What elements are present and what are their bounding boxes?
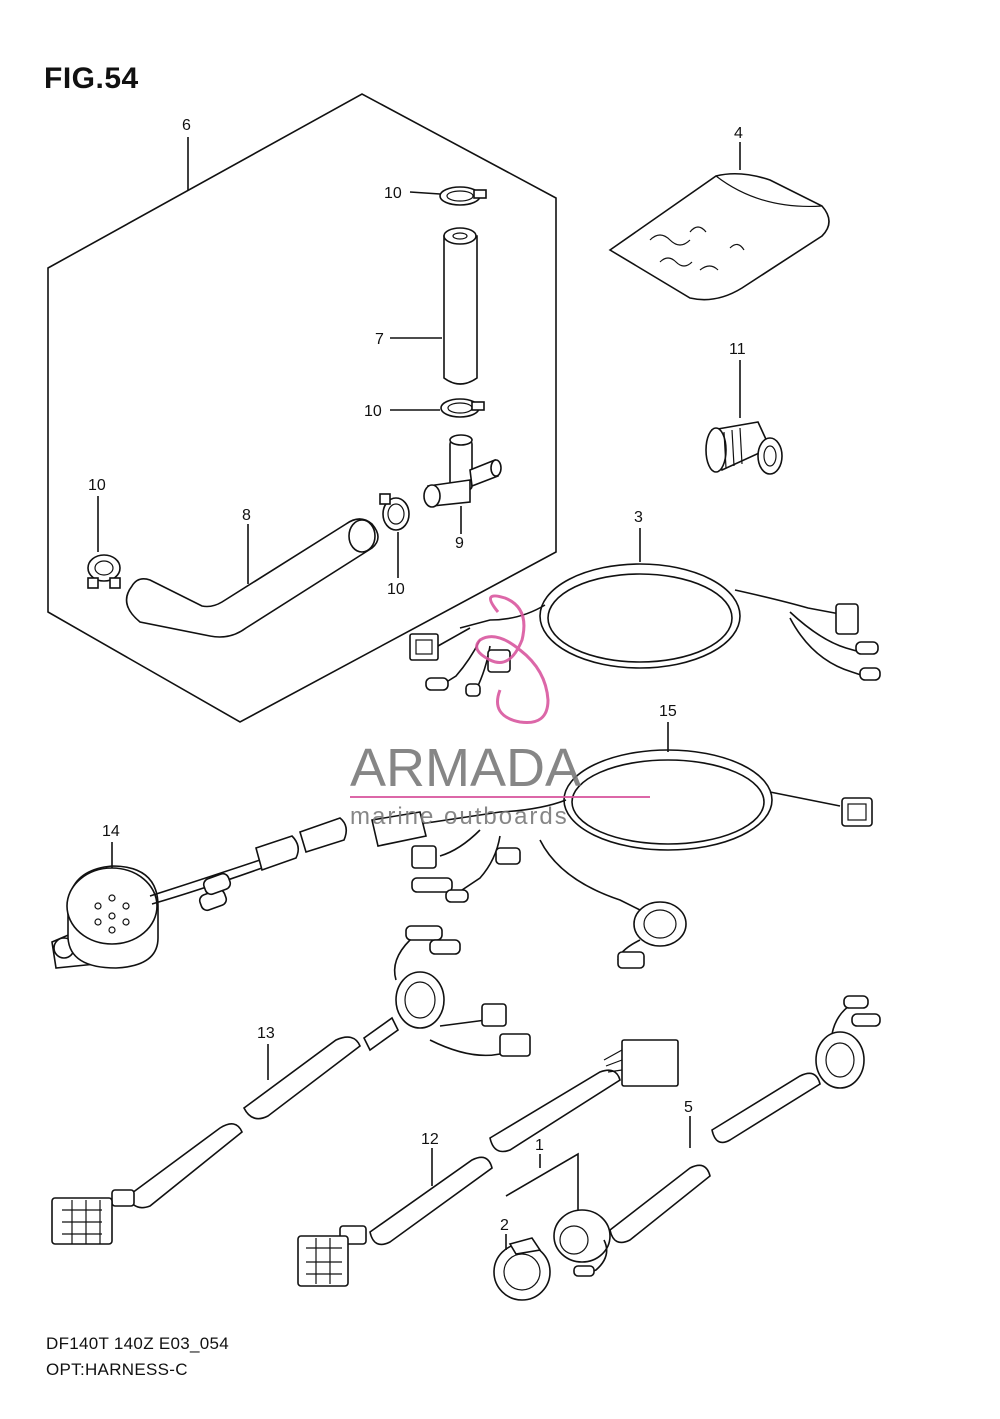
callout-6: 6	[182, 117, 191, 134]
clip-part-10-left	[87, 554, 121, 589]
callout-2: 2	[500, 1217, 509, 1234]
footer-section-name: OPT:HARNESS-C	[46, 1360, 188, 1379]
callout-14: 14	[102, 823, 120, 840]
hose-part-8	[125, 518, 379, 638]
buzzer-part-14	[51, 817, 348, 969]
callout-1: 1	[535, 1137, 544, 1154]
callout-12: 12	[421, 1131, 439, 1148]
harness-part-13	[51, 925, 531, 1245]
kit-outline-6	[47, 93, 557, 723]
harness-part-5	[609, 995, 881, 1244]
callout-10-left: 10	[88, 477, 106, 494]
callout-7: 7	[375, 331, 384, 348]
callout-4: 4	[734, 125, 743, 142]
callout-8: 8	[242, 507, 251, 524]
hose-part-7	[443, 227, 478, 385]
plug-part-11	[705, 421, 783, 475]
cap-part-2	[493, 1237, 551, 1301]
watermark-brand: ARMADA	[350, 738, 581, 798]
callout-10-middle: 10	[364, 403, 382, 420]
clip-part-10-top	[439, 186, 487, 206]
leader-1	[505, 1152, 579, 1210]
callout-5: 5	[684, 1099, 693, 1116]
socket-part-1	[553, 1209, 611, 1277]
callout-11: 11	[729, 341, 746, 358]
bag-part-4	[608, 172, 830, 301]
tee-joint-part-9	[423, 434, 502, 508]
callout-9: 9	[455, 535, 464, 552]
callout-15: 15	[659, 703, 677, 720]
watermark-logo: ARMADA marine outboards	[350, 594, 650, 830]
harness-part-3	[409, 563, 881, 697]
harness-part-12	[297, 1039, 679, 1287]
leader-10-top	[409, 191, 441, 195]
callout-10-lower: 10	[387, 581, 405, 598]
figure-title: FIG.54	[44, 62, 139, 95]
watermark-tagline: marine outboards	[350, 803, 569, 830]
callout-13: 13	[257, 1025, 275, 1042]
callout-3: 3	[634, 509, 643, 526]
clip-part-10-middle	[440, 398, 485, 418]
harness-part-15	[371, 749, 873, 969]
clip-part-10-lower	[379, 493, 410, 531]
footer-model-code: DF140T 140Z E03_054	[46, 1334, 230, 1353]
callout-10-top: 10	[384, 185, 402, 202]
